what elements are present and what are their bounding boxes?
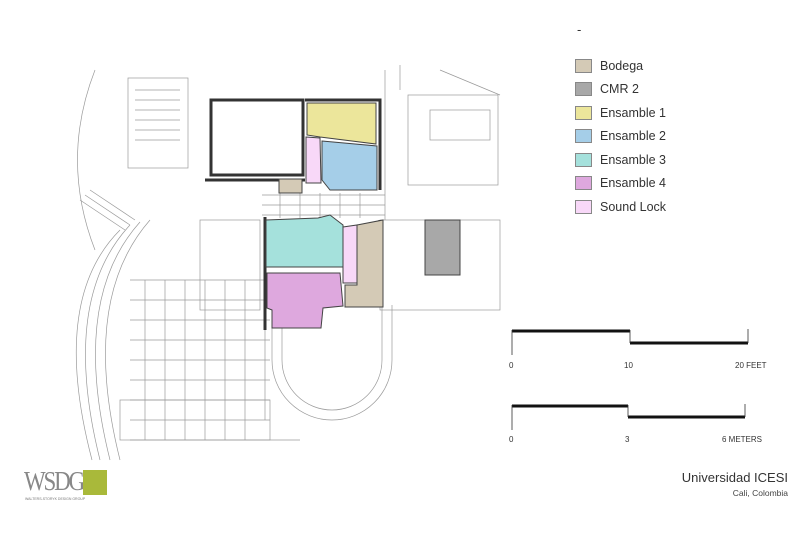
scale-tick-label: 20 FEET: [735, 361, 767, 370]
room-sound-lock-1: [305, 136, 322, 184]
legend-label: Ensamble 4: [600, 176, 667, 191]
legend-swatch: [575, 152, 592, 167]
scale-bar-meters: 0 3 6 METERS: [500, 400, 762, 444]
room-sound-lock-2: [342, 224, 358, 284]
header-mark: -: [577, 22, 582, 37]
plan-linework: [75, 65, 501, 461]
legend-label: CMR 2: [600, 82, 639, 97]
scale-tick-label: 0: [509, 361, 514, 370]
legend-label: Sound Lock: [600, 199, 667, 214]
room-ensamble-2: [321, 140, 378, 191]
legend-item-cmr-2: CMR 2: [575, 78, 666, 102]
legend-swatch: [575, 82, 592, 97]
logo-text: WSDG: [24, 466, 85, 496]
scale-tick-label: 6 METERS: [722, 435, 763, 444]
legend-item-ensamble-2: Ensamble 2: [575, 125, 666, 149]
room-bodega-small: [278, 178, 303, 194]
scale-bar-meters-graphic: [511, 404, 746, 430]
legend-label: Ensamble 2: [600, 129, 667, 144]
project-name: Universidad ICESI: [681, 470, 788, 485]
legend-swatch: [575, 58, 592, 73]
room-bodega-large: [344, 219, 384, 308]
legend-label: Ensamble 3: [600, 152, 667, 167]
project-title: Universidad ICESI Cali, Colombia: [682, 470, 788, 498]
legend-label: Bodega: [600, 58, 644, 73]
room-ensamble-3: [265, 214, 344, 268]
scale-tick-label: 3: [625, 435, 630, 444]
legend-item-bodega: Bodega: [575, 54, 666, 78]
logo-square: [83, 470, 107, 495]
legend-item-ensamble-4: Ensamble 4: [575, 172, 666, 196]
project-location: Cali, Colombia: [732, 488, 788, 498]
legend-item-ensamble-1: Ensamble 1: [575, 101, 666, 125]
scale-tick-label: 10: [624, 361, 633, 370]
room-ensamble-4: [266, 272, 344, 329]
legend-swatch: [575, 105, 592, 120]
legend-swatch: [575, 176, 592, 191]
room-cmr-2: [424, 219, 461, 276]
scale-tick-label: 0: [509, 435, 514, 444]
legend-swatch: [575, 129, 592, 144]
legend: Bodega CMR 2 Ensamble 1 Ensamble 2 Ensam…: [575, 54, 666, 219]
legend-label: Ensamble 1: [600, 105, 667, 120]
scale-bar-feet: 0 10 20 FEET: [500, 325, 767, 370]
logo-subtitle: WALTERS-STORYK DESIGN GROUP: [25, 497, 86, 501]
legend-item-sound-lock: Sound Lock: [575, 195, 666, 219]
room-ensamble-1: [306, 102, 377, 145]
legend-swatch: [575, 199, 592, 214]
legend-item-ensamble-3: Ensamble 3: [575, 148, 666, 172]
scale-bar-feet-graphic: [511, 329, 749, 355]
